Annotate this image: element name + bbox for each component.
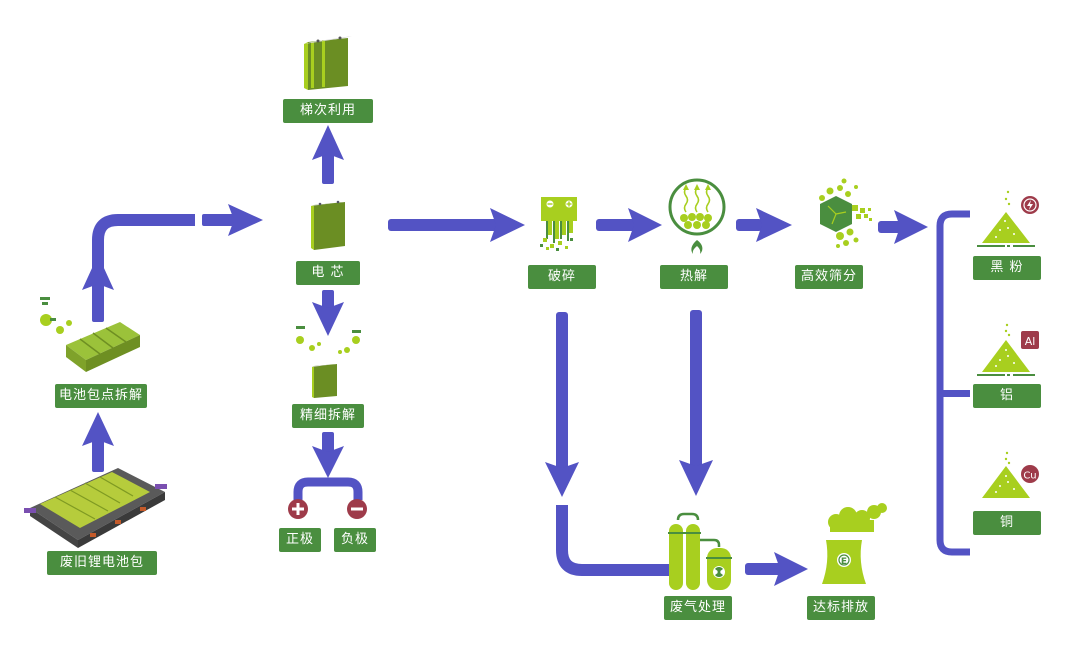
arrow-pyrolysis-to-screening	[736, 208, 792, 242]
pyrolysis-icon	[668, 178, 726, 254]
node-fine-disassembly-label: 精细拆解	[292, 404, 364, 428]
gas-tower-icon	[668, 512, 732, 590]
node-copper-label: 铜	[973, 511, 1041, 535]
node-negative-label: 负极	[334, 528, 376, 552]
arrow-screening-to-products	[878, 210, 928, 244]
arrow-disassembly-to-cell	[82, 204, 263, 322]
arrow-cell-to-crushing	[388, 208, 525, 242]
node-compliant-emission-label: 达标排放	[807, 596, 875, 620]
battery-pack-icon	[24, 468, 167, 548]
crusher-icon	[540, 197, 577, 251]
arrow-gas-to-emission	[745, 552, 808, 586]
copper-symbol: Cu	[1023, 471, 1036, 482]
arrow-crushing-to-gas-treatment	[545, 312, 672, 576]
arrow-pack-to-disassembly	[82, 412, 114, 472]
powder-pile-icon: Cu	[982, 451, 1039, 498]
robot-arm-cell-icon	[296, 326, 361, 398]
eco-e-icon: E	[841, 557, 847, 567]
node-cascade-use-label: 梯次利用	[283, 99, 373, 123]
node-crushing-label: 破碎	[528, 265, 596, 289]
arrow-fine-disassembly-split	[293, 432, 363, 500]
node-pack-disassembly-label: 电池包点拆解	[55, 384, 147, 408]
plus-icon	[288, 499, 308, 519]
node-screening-label: 高效筛分	[795, 265, 863, 289]
battery-cell-icon	[311, 200, 345, 250]
node-cell-label: 电 芯	[296, 261, 360, 285]
node-battery-pack-label: 废旧锂电池包	[47, 551, 157, 575]
arrow-cell-to-fine-disassembly	[312, 290, 344, 336]
cooling-tower-icon: E	[822, 503, 887, 584]
node-gas-treatment-label: 废气处理	[664, 596, 732, 620]
node-pyrolysis-label: 热解	[660, 265, 728, 289]
node-positive-label: 正极	[279, 528, 321, 552]
node-black-powder-label: 黑 粉	[973, 256, 1041, 280]
node-aluminum-label: 铝	[973, 384, 1041, 408]
arrow-pyrolysis-to-gas-treatment	[679, 310, 713, 496]
robot-arm-modules-icon	[40, 297, 140, 372]
products-bracket	[936, 210, 970, 556]
arrow-crushing-to-pyrolysis	[596, 208, 662, 242]
stacked-cells-icon	[304, 36, 352, 90]
powder-pile-icon: Al	[977, 323, 1039, 376]
arrow-cell-to-cascade-use	[312, 125, 344, 184]
aluminum-symbol: Al	[1025, 335, 1036, 348]
lightning-icon	[1027, 200, 1033, 210]
minus-icon	[347, 499, 367, 519]
powder-pile-icon	[977, 190, 1039, 247]
screening-icon	[819, 178, 872, 248]
